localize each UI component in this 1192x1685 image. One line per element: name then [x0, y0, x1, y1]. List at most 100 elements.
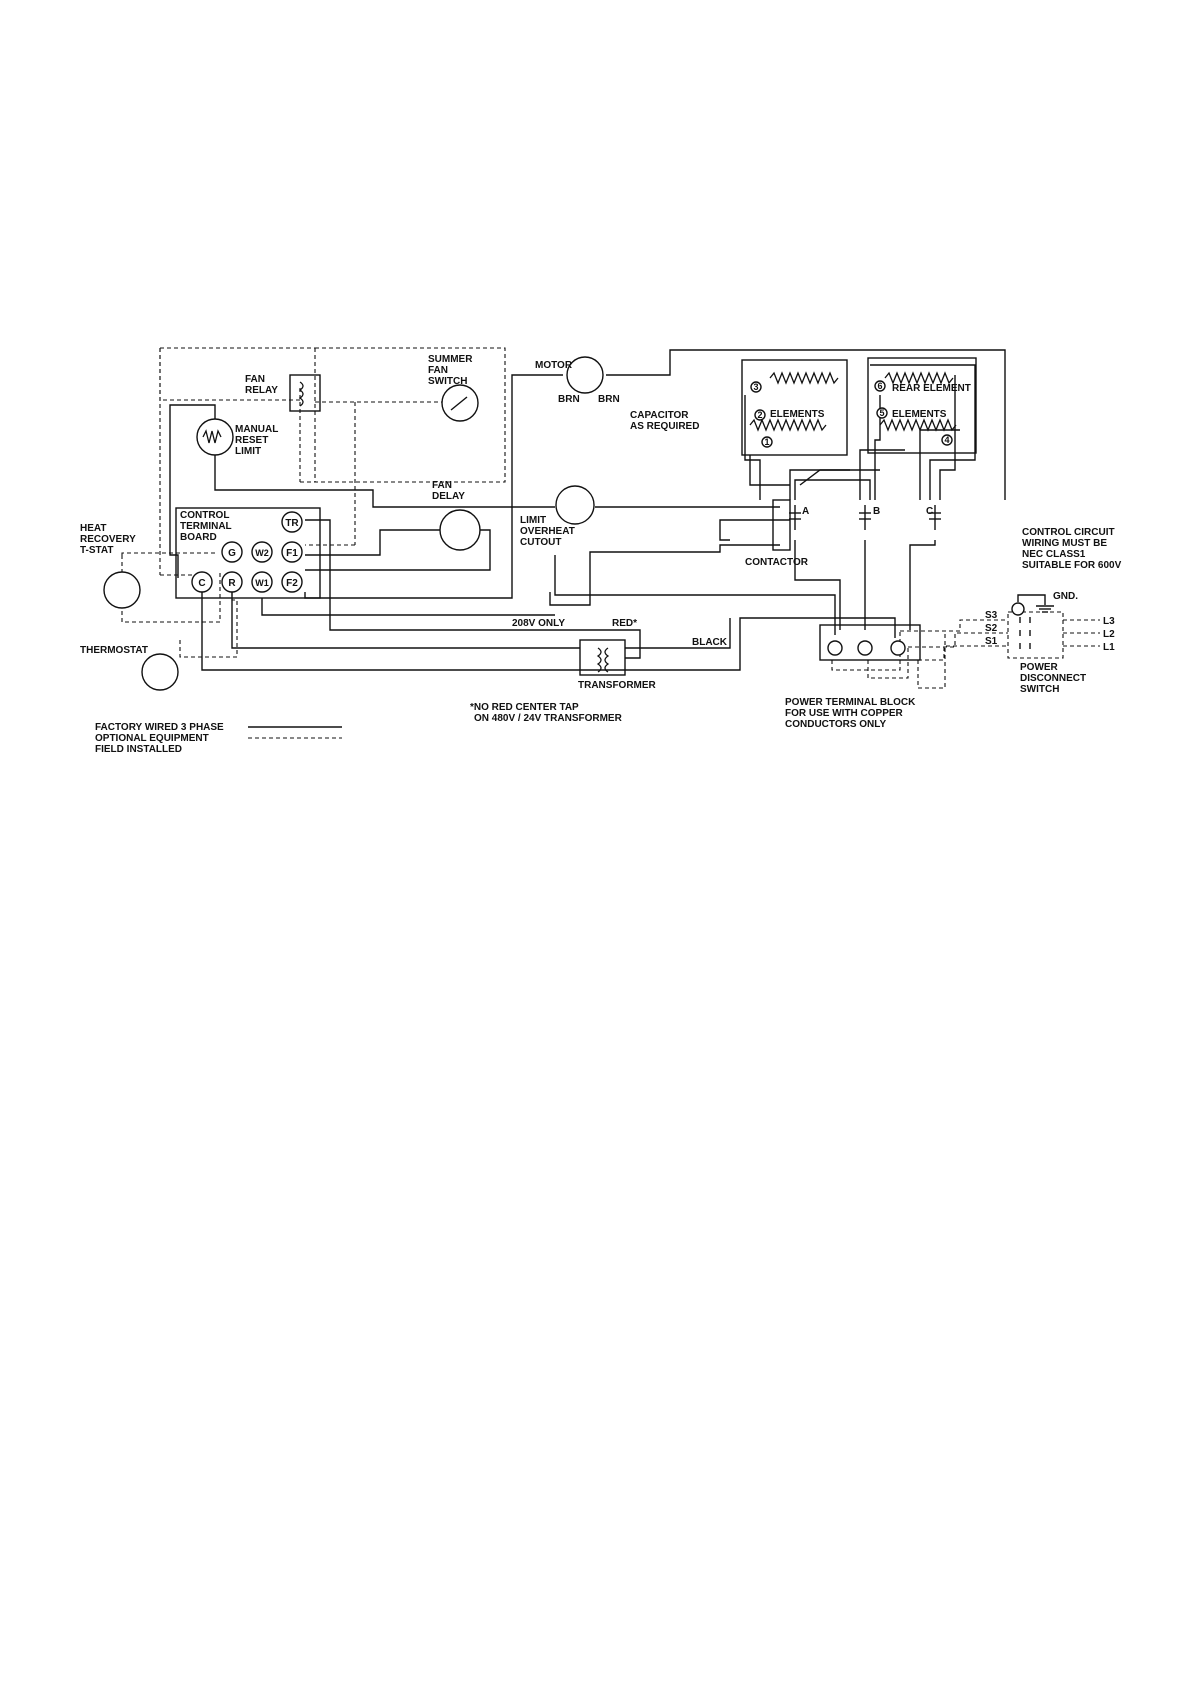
terminal-c [191, 571, 213, 593]
legend-optional: OPTIONAL EQUIPMENT [95, 733, 209, 744]
transformer-note: *NO RED CENTER TAP [470, 702, 579, 713]
terminal-g [221, 541, 243, 563]
power-terminal-block [819, 624, 921, 661]
svg-text:FAN: FAN [428, 365, 448, 376]
terminal-f1 [281, 541, 303, 563]
svg-text:RESET: RESET [235, 435, 268, 446]
elements-left-label: ELEMENTS [770, 409, 825, 420]
svg-text:2: 2 [757, 410, 762, 420]
thermostat-label: THERMOSTAT [80, 645, 148, 656]
thermostat-symbol [141, 653, 179, 691]
rear-element-label: REAR ELEMENT [892, 383, 971, 394]
svg-text:ON 480V / 24V TRANSFORMER: ON 480V / 24V TRANSFORMER [474, 713, 623, 724]
svg-text:BRN: BRN [598, 394, 620, 405]
motor-symbol [566, 356, 604, 394]
optional-equipment-wiring [121, 347, 1100, 689]
control-circuit-note: CONTROL CIRCUIT [1022, 527, 1115, 538]
terminal-r [221, 571, 243, 593]
svg-text:CONDUCTORS ONLY: CONDUCTORS ONLY [785, 719, 886, 730]
svg-text:CUTOUT: CUTOUT [520, 537, 561, 548]
svg-text:RECOVERY: RECOVERY [80, 534, 136, 545]
svg-text:L1: L1 [1103, 642, 1115, 653]
svg-text:LIMIT: LIMIT [235, 446, 261, 457]
power-lug-2 [857, 640, 873, 656]
fan-relay [289, 374, 321, 412]
svg-text:BRN: BRN [558, 394, 580, 405]
svg-text:A: A [802, 506, 809, 517]
fan-delay-symbol [439, 509, 481, 551]
capacitor-label: CAPACITOR [630, 410, 689, 421]
heat-recovery-tstat-symbol [103, 571, 141, 609]
svg-text:C: C [198, 578, 205, 589]
svg-text:4: 4 [944, 435, 949, 445]
svg-text:G: G [228, 548, 236, 559]
svg-text:6: 6 [877, 381, 882, 391]
fan-relay-label: FAN [245, 374, 265, 385]
manual-reset-limit-symbol [196, 418, 234, 456]
svg-text:B: B [873, 506, 880, 517]
svg-text:SWITCH: SWITCH [1020, 684, 1059, 695]
limit-overheat-label: LIMIT [520, 515, 546, 526]
208v-label: 208V ONLY [512, 618, 565, 629]
right-element-bank [867, 357, 977, 454]
svg-text:SWITCH: SWITCH [428, 376, 467, 387]
svg-text:3: 3 [753, 382, 758, 392]
gnd-label: GND. [1053, 591, 1078, 602]
svg-text:WIRING MUST BE: WIRING MUST BE [1022, 538, 1107, 549]
ground-icon [1011, 602, 1025, 616]
control-terminal-board-label: CONTROL [180, 510, 229, 521]
svg-text:L3: L3 [1103, 616, 1115, 627]
svg-text:W1: W1 [255, 578, 269, 588]
svg-text:S1: S1 [985, 636, 998, 647]
svg-text:BOARD: BOARD [180, 532, 217, 543]
transformer [579, 639, 626, 676]
limit-overheat-cutout-symbol [555, 485, 595, 525]
svg-text:FOR USE WITH COPPER: FOR USE WITH COPPER [785, 708, 904, 719]
svg-text:F2: F2 [286, 578, 298, 589]
svg-text:SUITABLE FOR 600V: SUITABLE FOR 600V [1022, 560, 1122, 571]
fan-delay-label: FAN [432, 480, 452, 491]
power-lug-1 [827, 640, 843, 656]
terminal-tr [281, 511, 303, 533]
terminal-w2 [251, 541, 273, 563]
svg-text:W2: W2 [255, 548, 269, 558]
motor-label: MOTOR [535, 360, 573, 371]
components [103, 356, 1025, 691]
svg-text:R: R [228, 578, 236, 589]
svg-text:L2: L2 [1103, 629, 1115, 640]
svg-text:DISCONNECT: DISCONNECT [1020, 673, 1086, 684]
svg-text:AS REQUIRED: AS REQUIRED [630, 421, 699, 432]
power-disconnect-label: POWER [1020, 662, 1059, 673]
svg-text:OVERHEAT: OVERHEAT [520, 526, 575, 537]
factory-wiring [169, 349, 1054, 739]
svg-text:5: 5 [879, 408, 884, 418]
summer-fan-switch-label: SUMMER [428, 354, 473, 365]
heat-recovery-label: HEAT [80, 523, 106, 534]
svg-text:NEC CLASS1: NEC CLASS1 [1022, 549, 1086, 560]
terminal-f2 [281, 571, 303, 593]
control-terminal-board [175, 507, 321, 599]
contactor [772, 499, 791, 551]
terminal-w1 [251, 571, 273, 593]
svg-text:1: 1 [764, 437, 769, 447]
svg-text:TERMINAL: TERMINAL [180, 521, 232, 532]
svg-text:S3: S3 [985, 610, 998, 621]
contactor-label: CONTACTOR [745, 557, 809, 568]
legend-field: FIELD INSTALLED [95, 744, 182, 755]
power-terminal-block-label: POWER TERMINAL BLOCK [785, 697, 916, 708]
black-label: BLACK [692, 637, 728, 648]
svg-text:T-STAT: T-STAT [80, 545, 114, 556]
heating-elements [298, 371, 1031, 673]
legend-factory: FACTORY WIRED 3 PHASE [95, 722, 224, 733]
svg-text:DELAY: DELAY [432, 491, 465, 502]
elements-right-label: ELEMENTS [892, 409, 947, 420]
manual-reset-limit-label: MANUAL [235, 424, 278, 435]
svg-text:F1: F1 [286, 548, 298, 559]
svg-text:TR: TR [285, 518, 299, 529]
svg-text:RELAY: RELAY [245, 385, 278, 396]
left-element-bank [741, 359, 848, 456]
labels: FAN RELAY SUMMER FAN SWITCH MANUAL RESET… [80, 354, 1122, 755]
transformer-label: TRANSFORMER [578, 680, 657, 691]
power-lug-3 [890, 640, 906, 656]
